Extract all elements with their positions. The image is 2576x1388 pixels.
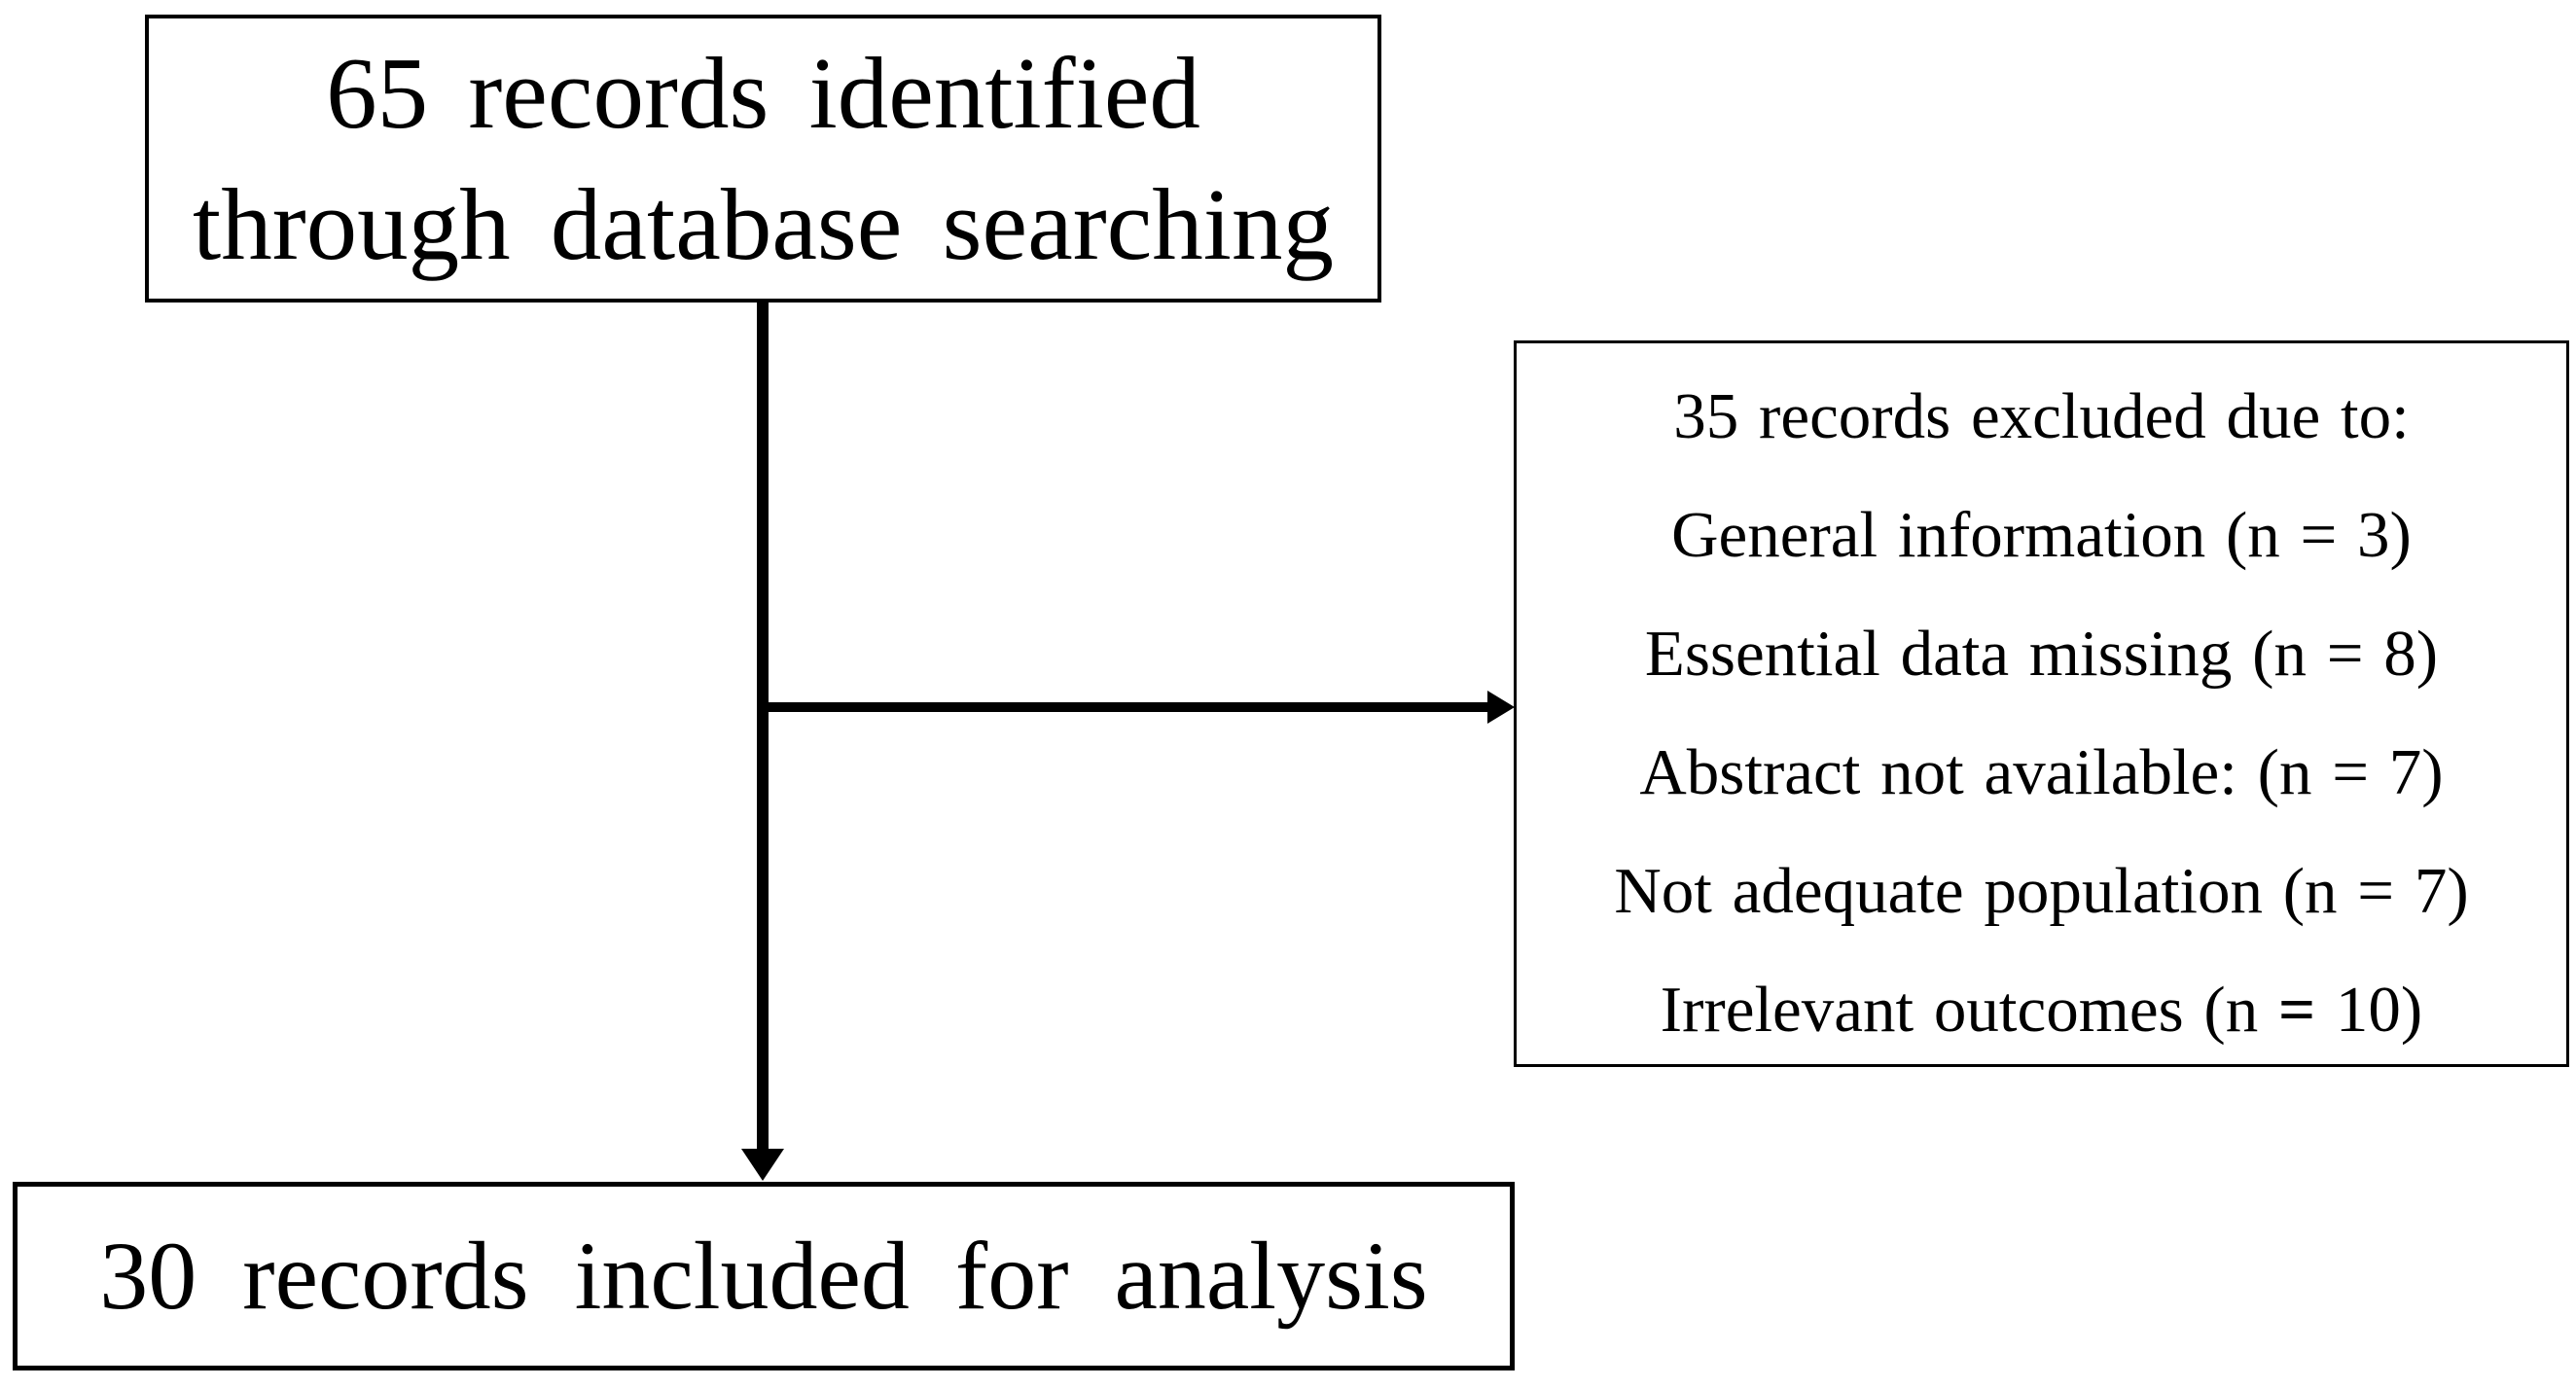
records-excluded-box: 35 records excluded due to: General info… [1514, 340, 2569, 1067]
exclusion-item: General information (n = 3) [1671, 499, 2412, 571]
right-arrowhead-icon [1487, 691, 1515, 724]
down-arrow-shaft [757, 300, 769, 1150]
exclusion-item: Not adequate population (n = 7) [1614, 855, 2469, 927]
exclusion-item: Essential data missing (n = 8) [1644, 618, 2439, 690]
down-arrowhead-icon [741, 1149, 784, 1181]
exclusion-item: Irrelevant outcomes (n = 10) [1660, 974, 2423, 1046]
records-identified-box: 65 records identified through database s… [145, 15, 1381, 303]
records-identified-line-1: 65 records identified [326, 36, 1200, 150]
records-included-text: 30 records included for analysis [99, 1222, 1428, 1330]
right-arrow-shaft [769, 702, 1488, 712]
records-included-box: 30 records included for analysis [13, 1182, 1515, 1370]
exclusion-item: Abstract not available: (n = 7) [1639, 736, 2444, 808]
records-identified-line-2: through database searching [193, 167, 1334, 281]
records-excluded-title: 35 records excluded due to: [1673, 380, 2410, 452]
